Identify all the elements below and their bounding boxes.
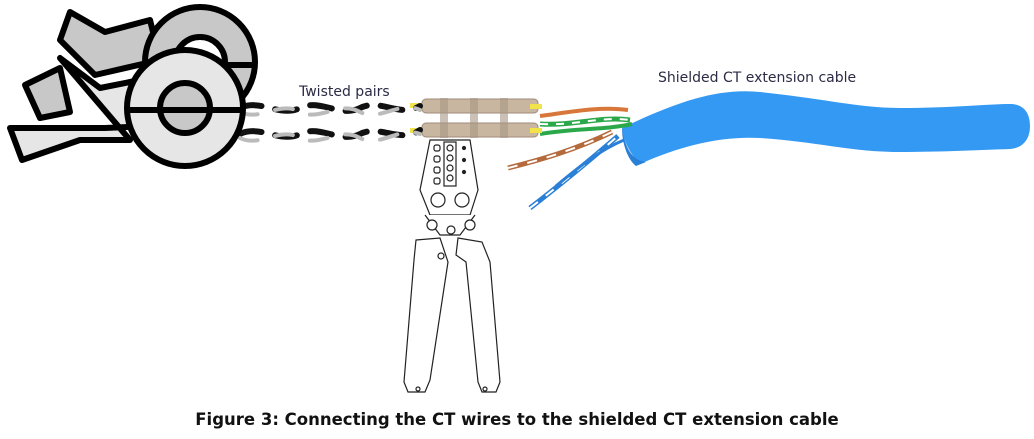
twisted-pairs-label: Twisted pairs: [299, 84, 390, 100]
cable-conductors: [507, 106, 633, 210]
twisted-pair-wires: [237, 102, 423, 143]
crimping-tool: [403, 139, 501, 393]
shielded-extension-cable: [622, 91, 1030, 166]
figure-caption: Figure 3: Connecting the CT wires to the…: [195, 410, 839, 429]
butt-splice-connectors: [410, 98, 542, 138]
shielded-cable-label: Shielded CT extension cable: [658, 70, 857, 86]
ct-clamp: [7, 4, 258, 169]
